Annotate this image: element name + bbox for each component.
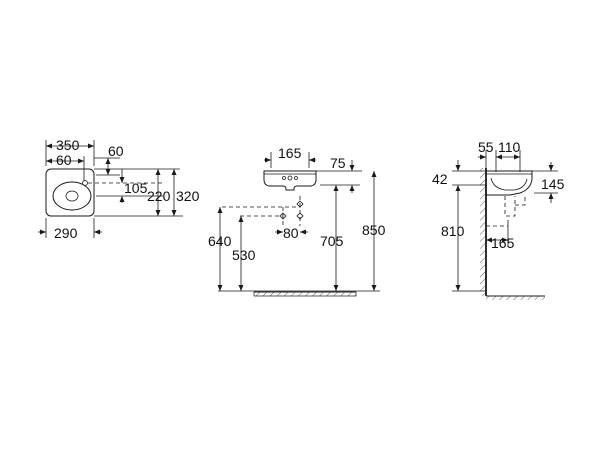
plan-offset-60-top-label: 60 xyxy=(56,152,72,168)
side-dim-145-label: 145 xyxy=(541,176,565,192)
front-dim-850-label: 850 xyxy=(362,222,386,238)
front-dim-705-label: 705 xyxy=(320,233,344,249)
plan-view: 350 60 60 105 220 320 xyxy=(38,137,200,241)
plan-dim-105-label: 105 xyxy=(124,180,148,196)
front-dim-165-label: 165 xyxy=(278,145,302,161)
plan-width-350-label: 350 xyxy=(56,137,80,153)
side-dim-42-label: 42 xyxy=(432,171,448,187)
front-dim-75-label: 75 xyxy=(330,155,346,171)
plan-basin-outline xyxy=(45,168,95,217)
plan-bowl xyxy=(52,181,92,211)
side-dim-110-label: 110 xyxy=(498,139,521,155)
front-dim-80-label: 80 xyxy=(283,225,299,241)
side-view: 55 110 42 145 810 165 xyxy=(432,139,565,300)
front-dim-530-label: 530 xyxy=(232,247,256,263)
plan-offset-60-right-label: 60 xyxy=(108,143,124,159)
plan-dim-220-label: 220 xyxy=(147,188,171,204)
front-view: 165 75 80 640 530 xyxy=(208,145,386,297)
plan-drain xyxy=(65,190,79,202)
side-dim-810-label: 810 xyxy=(441,223,465,239)
plan-dim-320-label: 320 xyxy=(176,188,200,204)
front-basin-outline xyxy=(263,170,317,191)
side-basin-outline xyxy=(485,170,533,196)
side-trap xyxy=(504,196,526,217)
plan-tap-hole xyxy=(82,180,88,186)
side-dim-165-label: 165 xyxy=(491,235,515,251)
side-dim-55-label: 55 xyxy=(478,139,494,155)
plan-width-290-label: 290 xyxy=(54,225,78,241)
front-dim-640-label: 640 xyxy=(208,233,232,249)
